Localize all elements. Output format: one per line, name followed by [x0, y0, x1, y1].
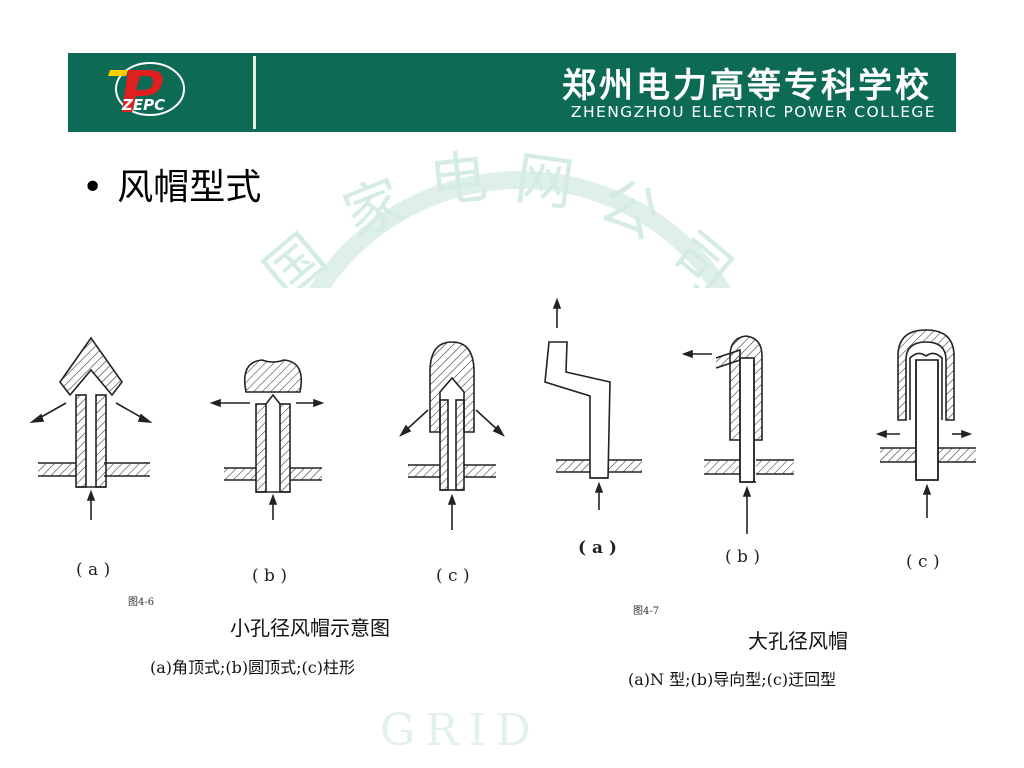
cap-a-n-type: [544, 297, 642, 510]
fig47-subcaption: (a)N 型;(b)导向型;(c)迂回型: [628, 670, 837, 689]
fig47-label-a: ( a ): [578, 538, 617, 558]
fig46-label-c: ( c ): [436, 566, 470, 586]
fig46-label-b: ( b ): [252, 566, 287, 586]
fig46-subcaption: (a)角顶式;(b)圆顶式;(c)柱形: [150, 658, 355, 677]
cap-b-round-top: [209, 359, 325, 520]
fig46-label-a: ( a ): [76, 560, 111, 580]
bullet-dot: •: [82, 167, 104, 208]
fig46-caption: 小孔径风帽示意图: [230, 616, 390, 640]
cap-b-guided: [681, 335, 794, 534]
cap-c-column: [399, 341, 505, 530]
logo-text: ZEPC: [121, 96, 165, 114]
fig47-caption: 大孔径风帽: [748, 629, 848, 653]
college-logo: ZEPC: [70, 56, 256, 129]
watermark-char-4: 网: [511, 144, 578, 219]
watermark-char-3: 电: [426, 142, 491, 216]
cap-c-detour: [875, 329, 976, 518]
watermark-bottom-text: GRID: [380, 705, 541, 756]
header-banner: ZEPC 郑州电力高等专科学校 ZHENGZHOU ELECTRIC POWER…: [68, 53, 956, 132]
zepc-logo-icon: ZEPC: [108, 62, 185, 116]
cap-a-angle-top: [29, 336, 153, 520]
fig47-label-c: ( c ): [906, 552, 940, 572]
school-name-cn: 郑州电力高等专科学校: [562, 66, 932, 106]
slide-bullet: • 风帽型式: [82, 158, 261, 210]
school-name-en: ZHENGZHOU ELECTRIC POWER COLLEGE: [570, 103, 936, 121]
fig47-label-b: ( b ): [725, 547, 760, 567]
fig47-number: 图4-7: [633, 606, 660, 617]
bullet-text: 风帽型式: [117, 167, 262, 208]
fig46-number: 图4-6: [128, 597, 155, 608]
